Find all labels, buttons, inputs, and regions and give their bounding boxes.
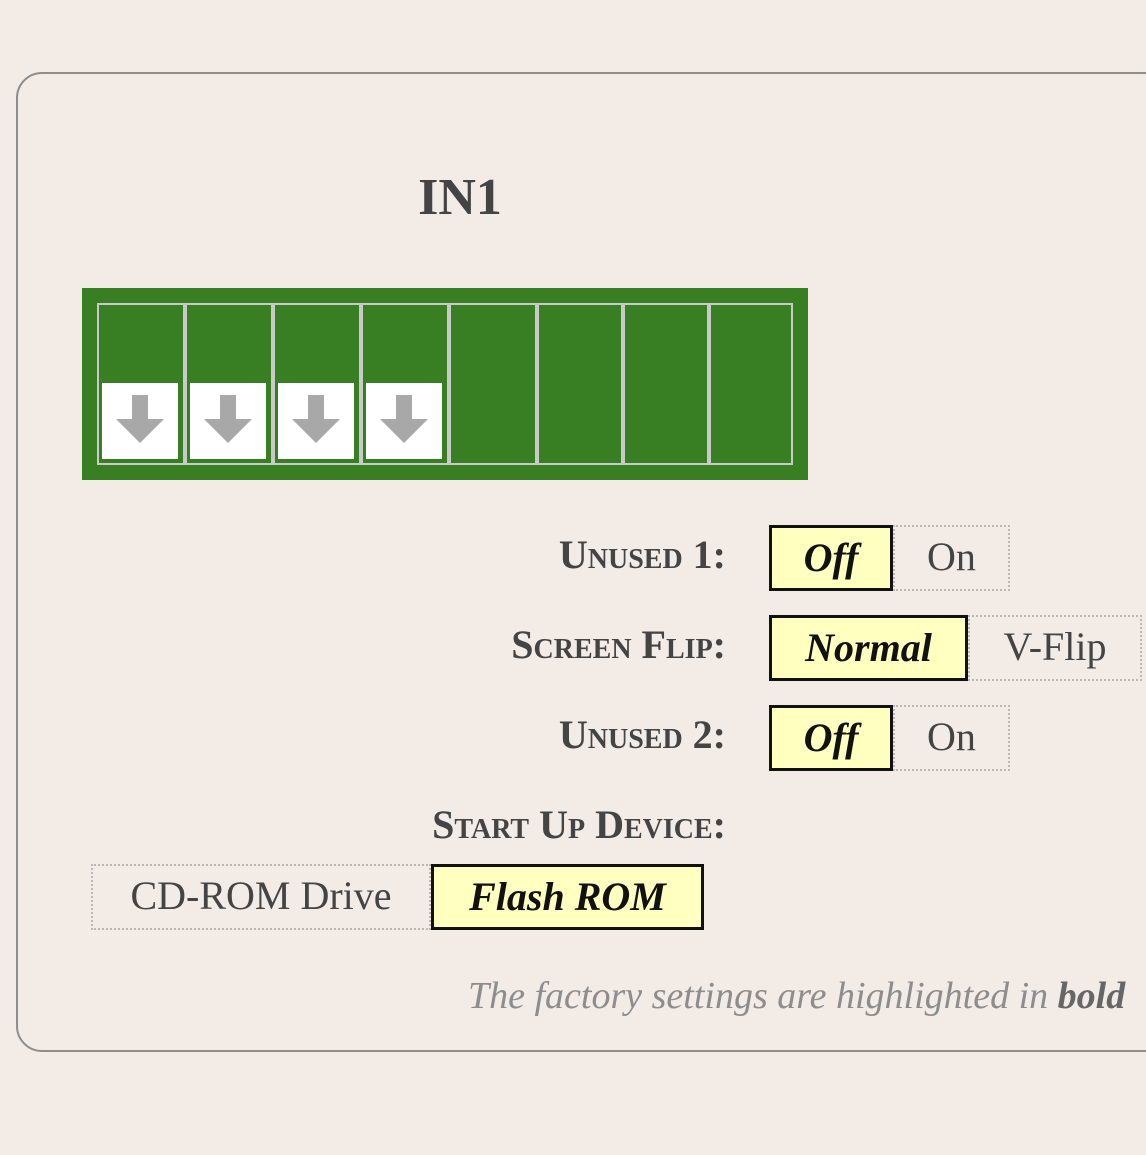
arrow-down-icon [204,395,252,443]
arrow-down-icon [380,395,428,443]
arrow-down-icon [116,395,164,443]
dip-switch-knob [102,383,178,459]
option-unused-1-on[interactable]: On [893,525,1010,591]
switch-divider [707,305,711,463]
dip-switch-3[interactable] [275,305,359,463]
option-start-up-flash-rom[interactable]: Flash ROM [431,864,704,930]
dip-switch-frame [97,303,793,465]
dip-switch-8[interactable] [711,305,795,463]
footnote-text: The factory settings are highlighted in [468,975,1049,1017]
option-unused-2-on[interactable]: On [893,705,1010,771]
dip-switch-2[interactable] [187,305,271,463]
dip-switch-knob [278,383,354,459]
switch-divider [535,305,539,463]
switch-divider [183,305,187,463]
dip-switch-knob [366,383,442,459]
dip-switch-6[interactable] [539,305,623,463]
arrow-down-icon [292,395,340,443]
dip-switch-panel [16,72,1146,1052]
bank-title: IN1 [418,169,502,226]
option-unused-2-off[interactable]: Off [769,705,893,771]
switch-divider [447,305,451,463]
dip-switch-knob [190,383,266,459]
setting-label-screen-flip: Screen Flip: [511,622,726,667]
option-unused-1-off[interactable]: Off [769,525,893,591]
option-screen-flip-normal[interactable]: Normal [769,615,968,681]
dip-switch-7[interactable] [625,305,709,463]
switch-divider [359,305,363,463]
option-start-up-cdrom[interactable]: CD-ROM Drive [91,864,431,930]
dip-switch-4[interactable] [363,305,447,463]
dip-switch-bank [82,288,808,480]
setting-label-unused-2: Unused 2: [558,712,726,757]
switch-divider [271,305,275,463]
dip-switch-5[interactable] [451,305,535,463]
setting-label-unused-1: Unused 1: [558,532,726,577]
option-screen-flip-vflip[interactable]: V-Flip [968,615,1142,681]
factory-settings-note: The factory settings are highlighted in … [468,972,1125,1020]
footnote-emphasis: bold [1057,975,1126,1017]
switch-divider [621,305,625,463]
dip-switch-1[interactable] [99,305,183,463]
setting-label-start-up-device: Start Up Device: [432,802,726,847]
